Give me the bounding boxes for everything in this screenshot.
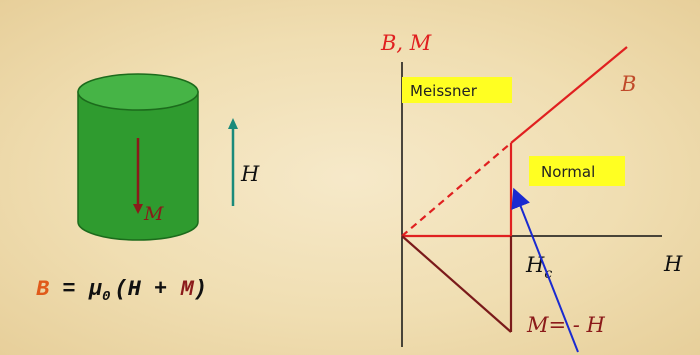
applied-field-arrow [228,118,238,206]
hc-main: H [525,253,545,277]
m-curve-meissner [402,236,511,332]
magnetic-induction-equation: B = μ0(H + M) [36,277,207,305]
m-relation-label: M= - H [526,313,606,337]
eq-M: M [179,277,194,302]
applied-field-label: H [240,162,260,186]
normal-label: Normal [541,163,595,181]
b-curve-meissner-dashed [402,143,511,236]
b-curve-label: B [620,72,636,96]
eq-open: (H + [114,277,180,302]
y-axis-label: B, M [380,31,432,55]
meissner-label: Meissner [410,82,478,100]
eq-equals: = [49,277,89,302]
normal-label-box: Normal [529,156,625,186]
b-curve-normal-state [511,47,627,143]
eq-B: B [36,277,49,302]
magnetization-label: M [143,203,164,225]
cylinder-top [78,74,198,110]
eq-close: ) [194,277,207,302]
eq-mu-subscript: 0 [102,289,110,305]
x-axis-label: H [663,252,683,276]
meissner-label-box: Meissner [402,77,512,103]
eq-mu: μ [88,277,102,302]
